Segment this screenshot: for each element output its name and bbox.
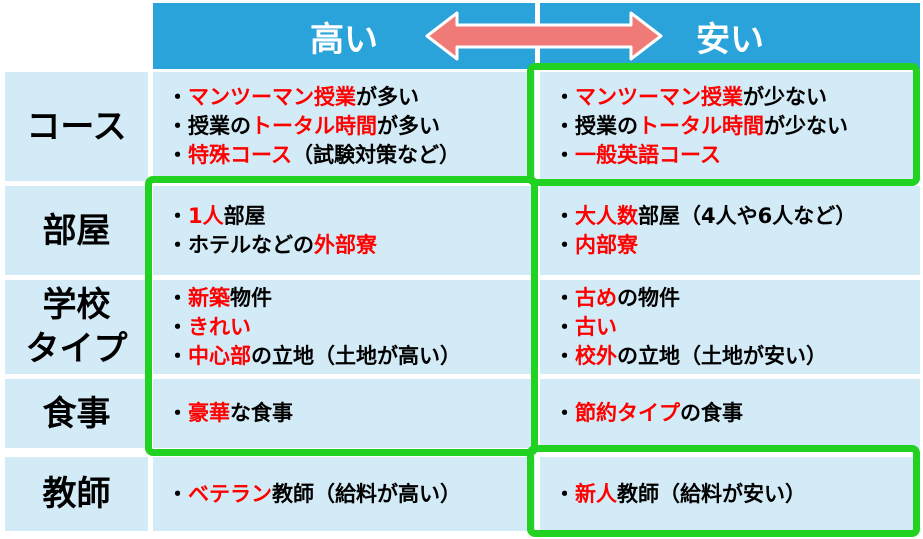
body-text: ・ [554,203,575,228]
body-text: ・ [554,401,575,425]
highlight-text: マンツーマン授業 [575,85,743,109]
cell-meal-high: ・豪華な食事 [153,379,535,448]
body-text: が少ない [743,85,827,109]
body-text: ・ [167,285,188,310]
cell-room-high: ・1人部屋・ホテルなどの外部寮 [153,186,535,275]
highlight-text: 新人 [575,481,617,506]
highlight-text: 特殊コース [188,143,292,167]
body-text: ・ [554,481,575,506]
body-text: 教師（給料が安い） [617,481,806,506]
row-label-text: 教師 [42,474,111,514]
cell-line: ・授業のトータル時間が少ない [554,112,920,141]
cell-school-type-high: ・新築物件・きれい・中心部の立地（土地が高い） [153,280,535,374]
body-text: ・授業の [554,114,638,138]
highlight-text: 大人数 [575,203,638,228]
highlight-text: 1人 [188,203,224,228]
cell-line: ・古めの物件 [554,284,920,313]
row-label-text: 食事 [42,393,111,434]
row-label-course: コース [5,72,148,181]
cell-line: ・1人部屋 [167,202,535,231]
highlight-text: 古め [575,285,617,310]
header-low-label: 安い [696,19,764,60]
row-label-text-line2: タイプ [25,329,128,369]
cell-line: ・きれい [167,313,535,342]
row-label-text: コース [26,106,127,147]
body-text: の立地（土地が安い） [617,343,827,368]
body-text: の食事 [680,401,743,425]
cell-line: ・一般英語コース [554,141,920,170]
cell-line: ・大人数部屋（4人や6人など） [554,202,920,231]
cell-line: ・マンツーマン授業が多い [167,83,535,112]
cell-teacher-low: ・新人教師（給料が安い） [540,457,920,531]
highlight-text: 一般英語コース [575,143,721,167]
body-text: ・ [167,314,188,339]
body-text: （試験対策など） [291,143,460,167]
body-text: ・ [167,203,188,228]
body-text: ・ [167,85,188,109]
body-text: ・ [554,143,575,167]
body-text: ・ [167,401,188,425]
row-label-text: 部屋 [42,210,111,251]
body-text: ・ [167,143,188,167]
body-text: 教師（給料が高い） [272,481,461,506]
body-text: が多い [377,114,440,138]
body-text: ・ [554,314,575,339]
highlight-text: ベテラン [188,481,272,506]
cell-line: ・ホテルなどの外部寮 [167,231,535,260]
cell-meal-low: ・節約タイプの食事 [540,379,920,448]
highlight-text: 節約タイプ [575,401,680,425]
body-text: 物件 [230,285,272,310]
highlight-text: 新築 [188,285,230,310]
highlight-text: 校外 [575,343,617,368]
body-text: が少ない [764,114,848,138]
highlight-text: 内部寮 [575,232,638,257]
body-text: ・ [554,232,575,257]
body-text: ・ [167,343,188,368]
cell-line: ・新築物件 [167,284,535,313]
cell-line: ・マンツーマン授業が少ない [554,83,920,112]
double-arrow-icon [425,11,663,61]
row-label-room: 部屋 [5,186,148,275]
body-text: ・ [554,85,575,109]
body-text: 部屋 [223,203,266,228]
body-text: ・ [554,343,575,368]
row-label-meal: 食事 [5,379,148,448]
cell-teacher-high: ・ベテラン教師（給料が高い） [153,457,535,531]
cell-line: ・内部寮 [554,231,920,260]
highlight-text: 豪華 [188,401,230,425]
row-label-text-line1: 学校 [42,285,111,325]
body-text: な食事 [230,401,293,425]
highlight-text: 中心部 [188,343,251,368]
cell-line: ・豪華な食事 [167,399,535,428]
header-high-label: 高い [310,19,378,60]
highlight-text: トータル時間 [638,114,764,138]
highlight-text: トータル時間 [251,114,377,138]
highlight-text: マンツーマン授業 [188,85,356,109]
cell-line: ・新人教師（給料が安い） [554,480,920,509]
cell-line: ・授業のトータル時間が多い [167,112,535,141]
highlight-text: 外部寮 [314,232,377,257]
cell-line: ・特殊コース（試験対策など） [167,141,535,170]
row-label-school-type: 学校 タイプ [5,280,148,374]
body-text: ・ [554,285,575,310]
body-text: ・ [167,481,188,506]
row-label-teacher: 教師 [5,457,148,531]
body-text: ・授業の [167,114,251,138]
highlight-text: きれい [188,314,251,339]
cell-line: ・古い [554,313,920,342]
cell-line: ・校外の立地（土地が安い） [554,342,920,371]
cell-course-low: ・マンツーマン授業が少ない・授業のトータル時間が少ない・一般英語コース [540,72,920,181]
body-text: ・ホテルなどの [167,232,314,257]
cell-line: ・節約タイプの食事 [554,399,920,428]
highlight-text: 古い [575,314,617,339]
cell-school-type-low: ・古めの物件・古い・校外の立地（土地が安い） [540,280,920,374]
cell-line: ・中心部の立地（土地が高い） [167,342,535,371]
body-text: の物件 [617,285,680,310]
cell-course-high: ・マンツーマン授業が多い・授業のトータル時間が多い・特殊コース（試験対策など） [153,72,535,181]
cell-line: ・ベテラン教師（給料が高い） [167,480,535,509]
body-text: が多い [356,85,419,109]
body-text: の立地（土地が高い） [251,343,461,368]
cell-room-low: ・大人数部屋（4人や6人など）・内部寮 [540,186,920,275]
body-text: 部屋（4人や6人など） [638,203,857,228]
